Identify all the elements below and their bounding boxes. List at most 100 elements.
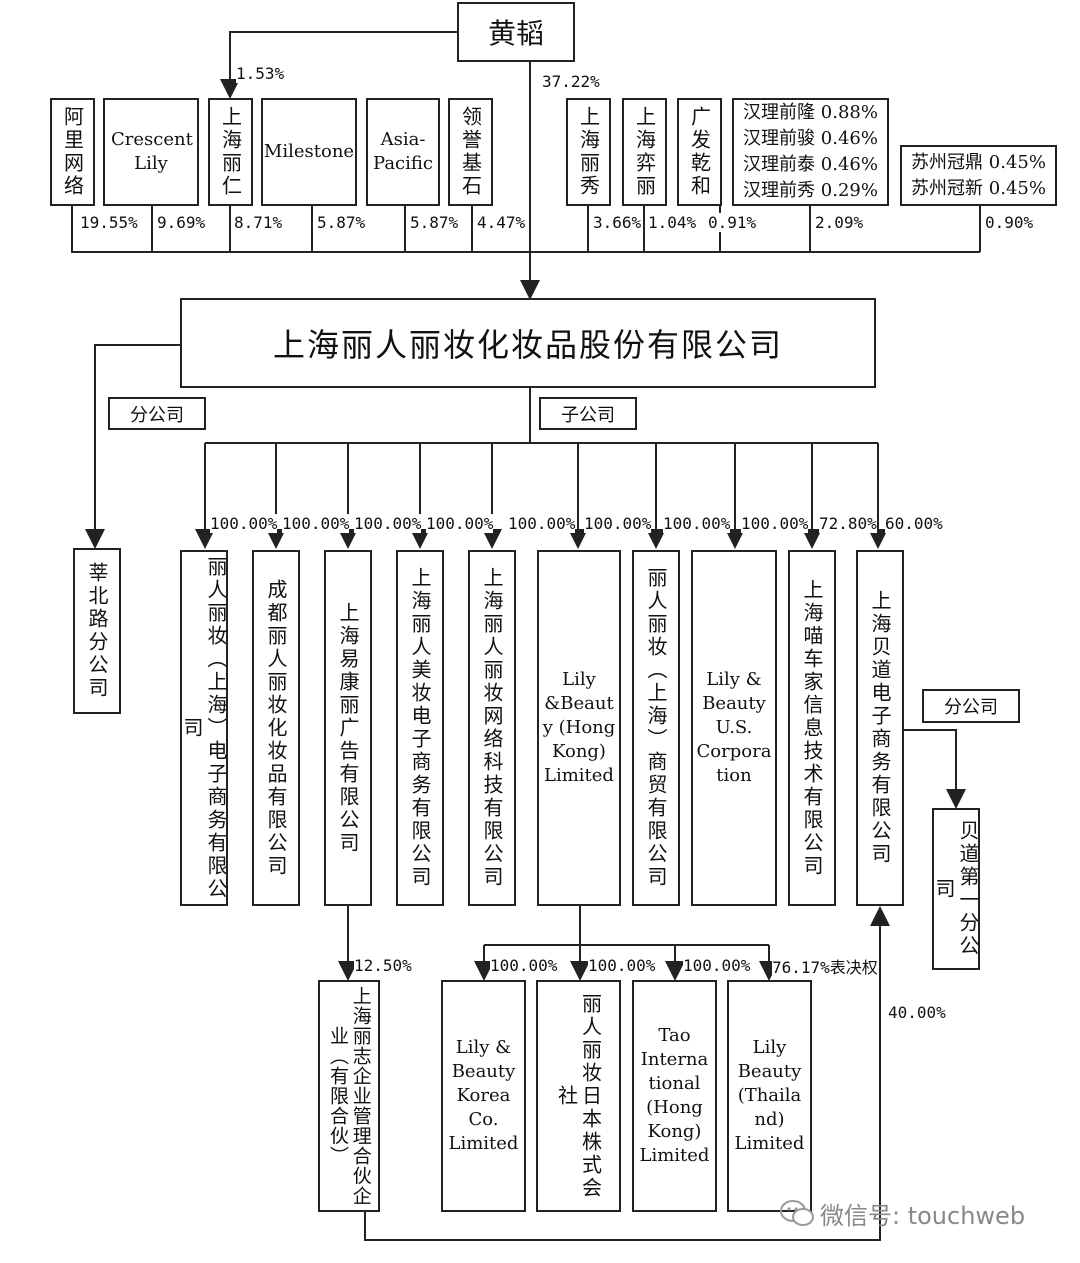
sub-pct-9: 72.80% <box>819 514 877 533</box>
branch-name: 莘北路分公司 <box>85 562 109 700</box>
sub-pct-2: 100.00% <box>282 514 350 533</box>
shareholder-name: Milestone <box>263 141 355 162</box>
partnership-name: 上海丽志企业管理合伙企业（有限合伙） <box>327 986 372 1206</box>
subsidiary-5: 上海丽人丽妆网络科技有限公司 <box>468 550 516 906</box>
company-name: 上海丽人丽妆化妆品股份有限公司 <box>272 326 783 364</box>
subsidiary-label-text: 子公司 <box>561 404 615 426</box>
subsidiary-name: 上海丽人丽妆网络科技有限公司 <box>480 567 504 889</box>
subsidiary-9: 上海喵车家信息技术有限公司 <box>788 550 836 906</box>
pct-alibaba: 19.55% <box>80 213 138 232</box>
pct-lingyu: 4.47% <box>477 213 526 232</box>
beidao-branch-label: 分公司 <box>922 689 1020 723</box>
hanli-line-4: 汉理前秀 0.29% <box>743 180 878 201</box>
branch-xinbei: 莘北路分公司 <box>73 548 121 714</box>
sub-pct-6: 100.00% <box>584 514 652 533</box>
shareholder-crescent: Crescent Lily <box>103 98 199 206</box>
shareholder-name: 领誉基石 <box>458 106 483 198</box>
pct-crescent: 9.69% <box>157 213 206 232</box>
pct-hanli: 2.09% <box>815 213 864 232</box>
pct-suzhou: 0.90% <box>985 213 1034 232</box>
shareholder-name: 上海丽仁 <box>218 106 243 198</box>
hk-sub-name: Lily & Beauty Korea Co. Limited <box>448 1037 519 1154</box>
hk-sub-japan: 丽人丽妆日本株式会社 <box>536 980 621 1212</box>
hanli-line-2: 汉理前骏 0.46% <box>743 128 878 149</box>
subsidiary-7: 丽人丽妆（上海）商贸有限公司 <box>632 550 680 906</box>
sub-pct-4: 100.00% <box>426 514 494 533</box>
hk-sub-pct-4: 76.17%表决权 <box>772 954 878 978</box>
wechat-icon <box>780 1199 814 1226</box>
hk-sub-name: Tao International (Hong Kong) Limited <box>639 1025 710 1166</box>
hk-sub-tao: Tao International (Hong Kong) Limited <box>632 980 717 1212</box>
founder-liren-pct: 1.53% <box>236 64 285 83</box>
subsidiary-name: 上海贝道电子商务有限公司 <box>868 590 892 866</box>
hk-sub-pct-1: 100.00% <box>490 956 558 975</box>
hk-sub-pct-3: 100.00% <box>683 956 751 975</box>
founder-name: 黄韬 <box>487 17 544 50</box>
pct-milestone: 5.87% <box>317 213 366 232</box>
subsidiary-name: Lily &Beauty (Hong Kong) Limited <box>542 669 616 786</box>
pct-yili: 1.04% <box>648 213 697 232</box>
sub-pct-10: 60.00% <box>885 514 943 533</box>
hk-sub-pct-2: 100.00% <box>588 956 656 975</box>
pct-asia: 5.87% <box>410 213 459 232</box>
watermark: 微信号: touchweb <box>780 1196 1025 1231</box>
branch-label-text: 分公司 <box>130 404 184 426</box>
main-company-box: 上海丽人丽妆化妆品股份有限公司 <box>180 298 876 388</box>
founder-direct-pct: 37.22% <box>542 72 600 91</box>
subsidiary-4: 上海丽人美妆电子商务有限公司 <box>396 550 444 906</box>
shareholder-milestone: Milestone <box>261 98 357 206</box>
branch-label: 分公司 <box>108 397 206 430</box>
shareholder-lixiu: 上海丽秀 <box>566 98 611 206</box>
shareholder-hanli-group: 汉理前隆 0.88% 汉理前骏 0.46% 汉理前泰 0.46% 汉理前秀 0.… <box>732 98 889 206</box>
subsidiary-3: 上海易康丽广告有限公司 <box>324 550 372 906</box>
hk-sub-name: 丽人丽妆日本株式会社 <box>554 992 603 1200</box>
hk-sub-thailand: Lily Beauty (Thailand) Limited <box>727 980 812 1212</box>
shareholder-name: 广发乾和 <box>687 106 712 198</box>
sub-pct-7: 100.00% <box>663 514 731 533</box>
subsidiary-6-hk: Lily &Beauty (Hong Kong) Limited <box>537 550 621 906</box>
shareholder-name: Crescent Lily <box>111 129 193 174</box>
subsidiary-name: 丽人丽妆（上海）电子商务有限公司 <box>180 555 228 901</box>
beidao-branch-name: 贝道第一分公司 <box>932 820 980 958</box>
sub-pct-8: 100.00% <box>741 514 809 533</box>
partnership-beidao-pct: 40.00% <box>888 1003 946 1022</box>
hk-sub-korea: Lily & Beauty Korea Co. Limited <box>441 980 526 1212</box>
shareholder-asia-pacific: Asia-Pacific <box>366 98 440 206</box>
shareholder-name: 阿里网络 <box>60 106 85 198</box>
subsidiary-name: 成都丽人丽妆化妆品有限公司 <box>264 578 288 878</box>
subsidiary-name: 上海易康丽广告有限公司 <box>336 601 360 855</box>
founder-box: 黄韬 <box>457 2 575 62</box>
partnership-pct: 12.50% <box>354 956 412 975</box>
beidao-branch-box: 贝道第一分公司 <box>932 808 980 970</box>
watermark-text: 微信号: touchweb <box>820 1202 1026 1230</box>
pct-liren: 8.71% <box>234 213 283 232</box>
sub-pct-3: 100.00% <box>354 514 422 533</box>
suzhou-line-1: 苏州冠鼎 0.45% <box>911 151 1046 173</box>
shareholder-name: 上海弈丽 <box>632 106 657 198</box>
shareholder-name: 上海丽秀 <box>576 106 601 198</box>
subsidiary-8-us: Lily & Beauty U.S. Corporation <box>691 550 777 906</box>
suzhou-line-2: 苏州冠新 0.45% <box>911 177 1046 199</box>
subsidiary-name: Lily & Beauty U.S. Corporation <box>696 669 772 786</box>
shareholder-suzhou-group: 苏州冠鼎 0.45% 苏州冠新 0.45% <box>900 145 1057 206</box>
shareholder-guangfa: 广发乾和 <box>677 98 722 206</box>
subsidiary-name: 上海喵车家信息技术有限公司 <box>800 578 824 878</box>
subsidiary-name: 上海丽人美妆电子商务有限公司 <box>408 567 432 889</box>
hk-sub-name: Lily Beauty (Thailand) Limited <box>734 1037 805 1154</box>
shareholder-name: Asia-Pacific <box>373 129 433 174</box>
beidao-branch-label-text: 分公司 <box>944 697 998 718</box>
pct-lixiu: 3.66% <box>593 213 642 232</box>
subsidiary-1: 丽人丽妆（上海）电子商务有限公司 <box>180 550 228 906</box>
sub-pct-1: 100.00% <box>210 514 278 533</box>
pct-guangfa: 0.91% <box>708 213 757 232</box>
partnership-box: 上海丽志企业管理合伙企业（有限合伙） <box>318 980 380 1212</box>
subsidiary-2: 成都丽人丽妆化妆品有限公司 <box>252 550 300 906</box>
subsidiary-label: 子公司 <box>539 397 637 430</box>
subsidiary-name: 丽人丽妆（上海）商贸有限公司 <box>644 567 668 889</box>
shareholder-lingyu: 领誉基石 <box>448 98 493 206</box>
sub-pct-5: 100.00% <box>508 514 576 533</box>
hanli-line-3: 汉理前泰 0.46% <box>743 154 878 175</box>
hanli-line-1: 汉理前隆 0.88% <box>743 102 878 123</box>
